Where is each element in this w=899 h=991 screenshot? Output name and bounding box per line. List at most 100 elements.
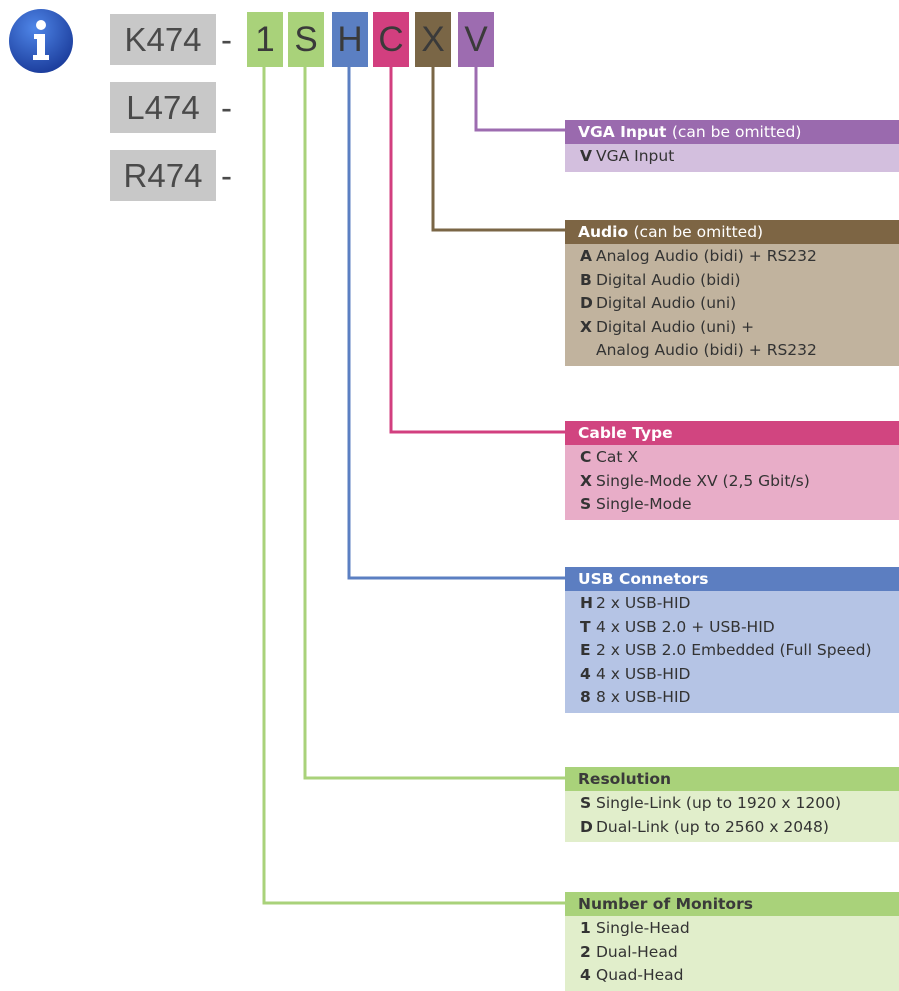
info-icon xyxy=(9,9,73,73)
option-code: 8 xyxy=(580,688,591,706)
option-row: 8 8 x USB-HID xyxy=(565,686,899,710)
panel-title: USB Connetors xyxy=(578,570,709,588)
connector-cable xyxy=(389,67,566,434)
option-label: Analog Audio (bidi) + RS232 xyxy=(596,341,817,359)
option-code: D xyxy=(580,294,593,312)
connector-resolution xyxy=(303,67,566,780)
panel-header: Number of Monitors xyxy=(565,892,899,916)
prefix-dash: - xyxy=(221,89,232,126)
option-code: B xyxy=(580,270,592,289)
option-label: 2 x USB-HID xyxy=(596,594,691,612)
prefix-k474: K474 xyxy=(110,14,216,65)
option-code: A xyxy=(580,247,592,265)
connector-usb xyxy=(347,67,566,580)
panel-header: USB Connetors xyxy=(565,567,899,591)
panel-note: (can be omitted) xyxy=(633,223,764,241)
panel-title: Number of Monitors xyxy=(578,895,753,913)
option-row: Analog Audio (bidi) + RS232 xyxy=(565,339,899,363)
prefix-dash: - xyxy=(221,21,232,58)
option-code: 4 xyxy=(580,966,591,984)
option-code: H xyxy=(580,594,593,612)
option-row: 4 Quad-Head xyxy=(565,964,899,988)
code-monitors: 1 xyxy=(247,12,283,67)
option-code: 2 xyxy=(580,942,591,961)
option-label: Cat X xyxy=(596,448,638,466)
code-resolution: S xyxy=(288,12,324,67)
option-label: Analog Audio (bidi) + RS232 xyxy=(596,247,817,265)
option-row: T 4 x USB 2.0 + USB-HID xyxy=(565,616,899,640)
option-code: E xyxy=(580,641,591,659)
panel-title: Resolution xyxy=(578,770,672,788)
option-code: 4 xyxy=(580,664,591,683)
panel-header: VGA Input (can be omitted) xyxy=(565,120,899,144)
option-label: Single-Mode XV (2,5 Gbit/s) xyxy=(596,471,810,490)
prefix-l474: L474 xyxy=(110,82,216,133)
panel-header: Audio (can be omitted) xyxy=(565,220,899,244)
option-code: T xyxy=(580,617,591,636)
panel-title: Audio xyxy=(578,223,629,241)
code-cable: C xyxy=(373,12,409,67)
panel-body: 1 Single-Head 2 Dual-Head 4 Quad-Head xyxy=(565,916,899,991)
option-label: Single-Link (up to 1920 x 1200) xyxy=(596,794,842,812)
option-code: S xyxy=(580,495,592,513)
connector-vga xyxy=(474,67,566,132)
option-row: 4 4 x USB-HID xyxy=(565,663,899,687)
connector-monitors xyxy=(262,67,566,905)
option-code: X xyxy=(580,317,592,336)
prefix-r474: R474 xyxy=(110,150,216,201)
panel-note: (can be omitted) xyxy=(671,123,802,141)
option-label: Dual-Link (up to 2560 x 2048) xyxy=(596,817,829,836)
option-code: X xyxy=(580,471,592,490)
option-code: S xyxy=(580,794,592,812)
panel-title: VGA Input xyxy=(578,123,667,141)
option-label: Quad-Head xyxy=(596,966,684,984)
panel-title: Cable Type xyxy=(578,424,673,442)
panel-number-of-monitors: Number of Monitors 1 Single-Head 2 Dual-He… xyxy=(565,892,899,991)
option-label: 4 x USB 2.0 + USB-HID xyxy=(596,617,775,636)
option-label: 2 x USB 2.0 Embedded (Full Speed) xyxy=(596,641,872,659)
option-label: Digital Audio (uni) xyxy=(596,294,737,312)
option-row: E 2 x USB 2.0 Embedded (Full Speed) xyxy=(565,639,899,663)
option-label: Single-Head xyxy=(596,919,690,937)
option-label: VGA Input xyxy=(596,147,675,165)
option-row: 1 Single-Head xyxy=(565,917,899,941)
option-label: Digital Audio (uni) + xyxy=(596,317,755,336)
code-vga: V xyxy=(458,12,494,67)
option-code: V xyxy=(580,147,592,165)
option-label: Dual-Head xyxy=(596,942,678,961)
option-row: 2 Dual-Head xyxy=(565,941,899,965)
option-code: 1 xyxy=(580,919,591,937)
option-code: D xyxy=(580,817,593,836)
option-label: Single-Mode xyxy=(596,495,692,513)
connector-audio xyxy=(431,67,566,232)
option-label: Digital Audio (bidi) xyxy=(596,270,741,289)
option-code xyxy=(565,339,596,363)
option-label: 8 x USB-HID xyxy=(596,688,691,706)
panel-header: Resolution xyxy=(565,767,899,791)
prefix-dash: - xyxy=(221,157,232,194)
option-code: C xyxy=(580,448,592,466)
option-label: 4 x USB-HID xyxy=(596,664,691,683)
code-usb: H xyxy=(332,12,368,67)
code-audio: X xyxy=(415,12,451,67)
